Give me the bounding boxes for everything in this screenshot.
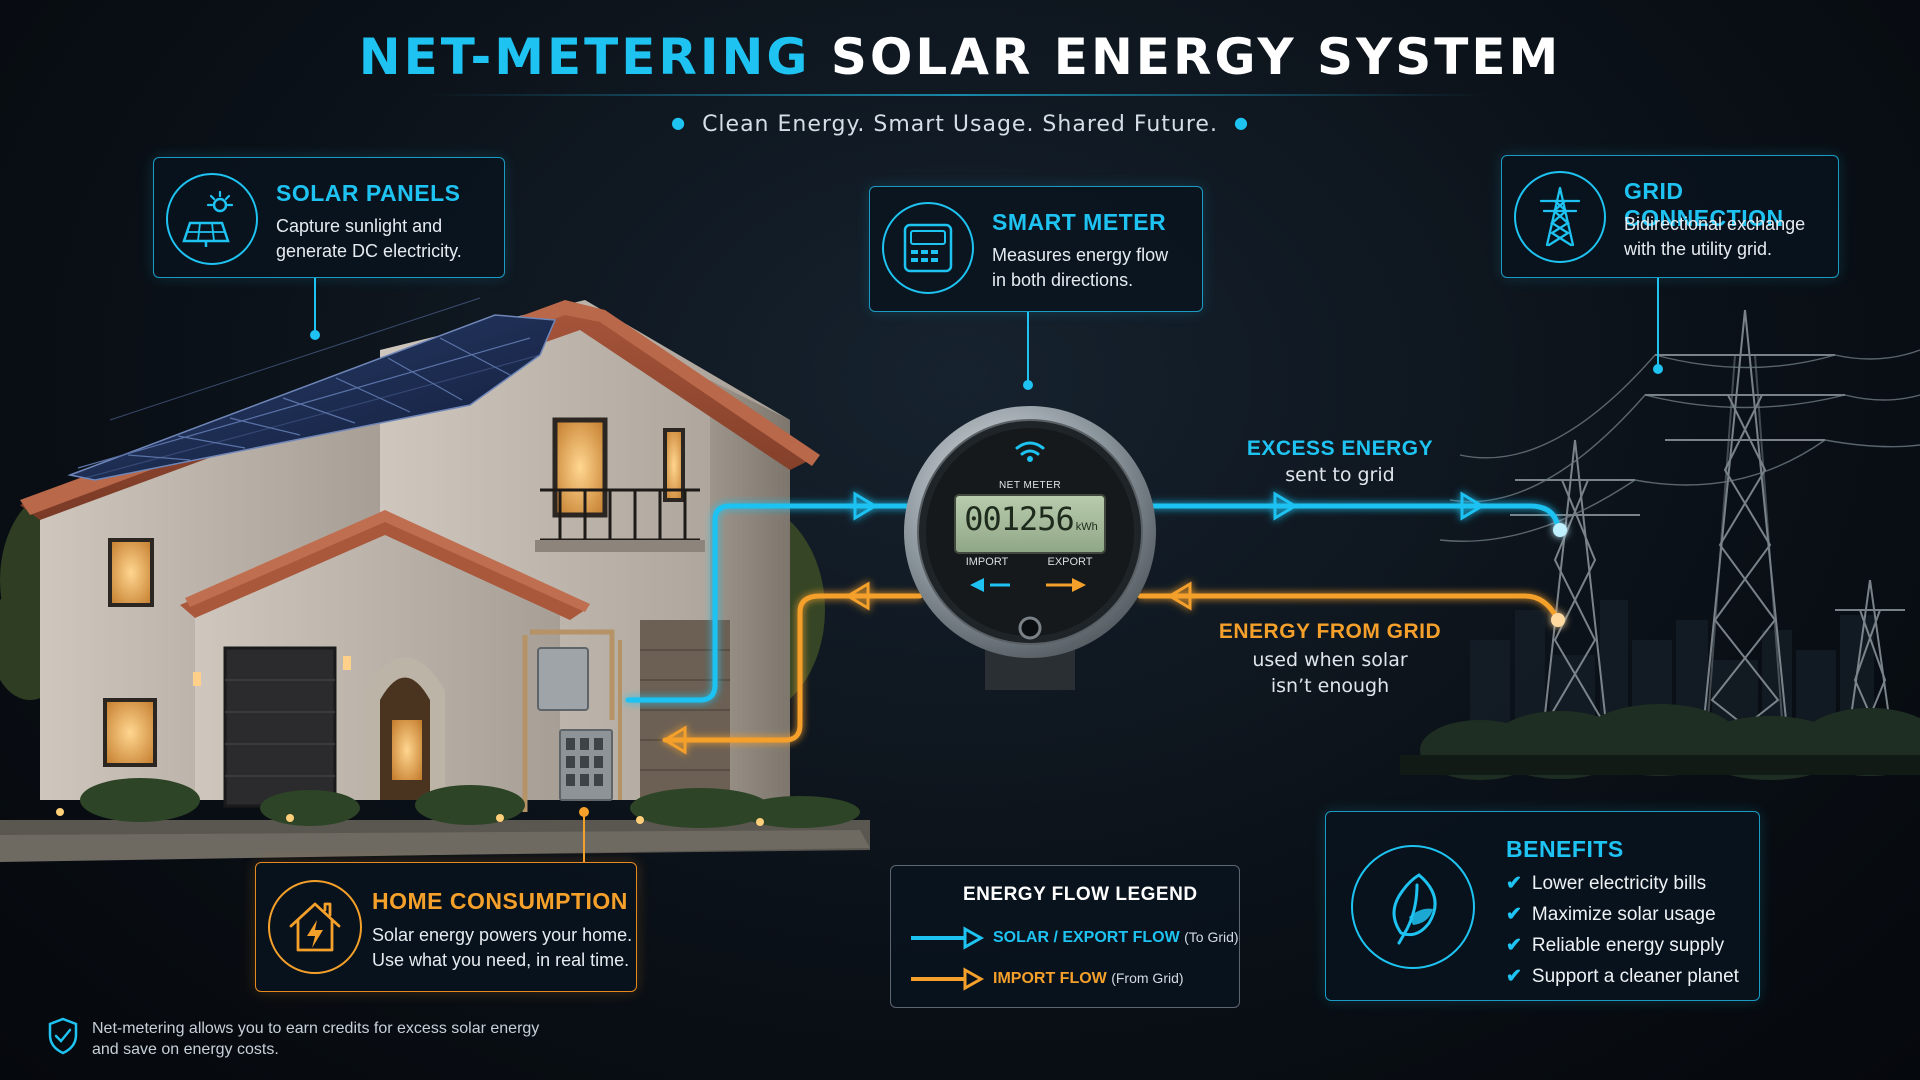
import-flow-line (662, 581, 1565, 755)
title-accent: NET-METERING (358, 28, 811, 86)
check-icon: ✔ (1506, 904, 1522, 925)
solar-panels-card: SOLAR PANELS Capture sunlight and genera… (153, 157, 505, 278)
meter-label: NET METER (998, 480, 1062, 491)
smart-meter-desc-line: Measures energy flow (992, 245, 1169, 265)
leaf-icon (1351, 845, 1475, 969)
solar-panels-title: SOLAR PANELS (276, 180, 461, 206)
footer-line: Net-metering allows you to earn credits … (92, 1020, 540, 1037)
benefits-title: BENEFITS (1506, 836, 1624, 862)
grid-connection-desc-line: with the utility grid. (1624, 239, 1773, 259)
benefit-text: Support a cleaner planet (1531, 966, 1739, 987)
grid-connection-title: GRID CONNECTION (1624, 178, 1784, 231)
smart-meter-title: SMART METER (992, 209, 1167, 235)
bullet-dot-icon: ● (1233, 113, 1249, 132)
energy-flow-legend: ENERGY FLOW LEGEND SOLAR / EXPORT FLOW (… (890, 865, 1240, 1008)
home-consumption-title: HOME CONSUMPTION (372, 888, 628, 914)
legend-item-export: SOLAR / EXPORT FLOW (To Grid) (909, 926, 1239, 950)
export-flow-line (625, 491, 1567, 703)
leader-dot-grid (1653, 364, 1663, 374)
benefit-item: ✔ Support a cleaner planet (1506, 965, 1739, 988)
smart-meter-desc: Measures energy flow in both directions. (992, 243, 1168, 293)
leader-lines (314, 278, 1659, 382)
home-consumption-desc-line: Solar energy powers your home. (372, 925, 633, 945)
energy-from-grid-line: isn’t enough (1270, 675, 1390, 697)
energy-from-grid-line: used when solar (1252, 649, 1408, 671)
smart-meter-card: SMART METER Measures energy flow in both… (869, 186, 1203, 312)
bushes-right (1400, 704, 1920, 780)
smart-meter-device (904, 406, 1156, 690)
leader-dot-home (579, 807, 589, 817)
bullet-dot-icon: ● (671, 113, 687, 132)
solar-panel-sun-icon (166, 173, 258, 265)
benefit-text: Maximize solar usage (1531, 904, 1716, 925)
home-consumption-desc-line: Use what you need, in real time. (372, 950, 630, 970)
legend-import-note: (From Grid) (1111, 970, 1184, 987)
meter-export-label: EXPORT (1047, 556, 1093, 568)
home-consumption-desc: Solar energy powers your home. Use what … (372, 923, 632, 973)
footer-note: Net-metering allows you to earn credits … (92, 1018, 539, 1060)
title-divider (430, 94, 1490, 96)
home-consumption-card: HOME CONSUMPTION Solar energy powers you… (255, 862, 637, 992)
benefit-item: ✔ Reliable energy supply (1506, 934, 1724, 957)
solar-panel-array (67, 297, 557, 481)
benefit-item: ✔ Maximize solar usage (1506, 903, 1716, 926)
leader-dot-meter (1023, 380, 1033, 390)
meter-unit: kWh (1075, 521, 1098, 533)
house-illustration (0, 297, 870, 862)
legend-export-label: SOLAR / EXPORT FLOW (993, 929, 1180, 947)
solar-panels-desc-line: Capture sunlight and (276, 216, 443, 236)
grid-connection-card: GRID CONNECTION Bidirectional exchange w… (1501, 155, 1839, 278)
energy-from-grid-sub: used when solar isn’t enough (1160, 647, 1500, 699)
legend-title: ENERGY FLOW LEGEND (963, 884, 1198, 905)
benefit-text: Lower electricity bills (1531, 873, 1707, 894)
check-icon: ✔ (1506, 966, 1522, 987)
benefits-card: BENEFITS ✔ Lower electricity bills ✔ Maxim… (1325, 811, 1760, 1001)
meter-reading: 001256 (964, 500, 1075, 538)
subtitle-text: Clean Energy. Smart Usage. Shared Future… (702, 112, 1218, 137)
excess-energy-title: EXCESS ENERGY (1246, 437, 1434, 460)
benefit-text: Reliable energy supply (1531, 935, 1725, 956)
energy-from-grid-title: ENERGY FROM GRID (1218, 620, 1442, 643)
legend-import-label: IMPORT FLOW (993, 970, 1107, 988)
solar-panels-desc: Capture sunlight and generate DC electri… (276, 214, 462, 264)
shield-check-icon (47, 1017, 79, 1060)
title-rest: SOLAR ENERGY SYSTEM (830, 28, 1562, 86)
orange-arrow-icon (911, 967, 985, 991)
shrubs-front (80, 778, 860, 828)
wifi-icon (1015, 441, 1045, 456)
meter-import-label: IMPORT (965, 556, 1009, 568)
leader-dot-solar (310, 330, 320, 340)
page-title: NET-METERING SOLAR ENERGY SYSTEM (0, 28, 1920, 86)
meter-device-icon (882, 202, 974, 294)
solar-panels-desc-line: generate DC electricity. (276, 241, 462, 261)
check-icon: ✔ (1506, 873, 1522, 894)
benefit-item: ✔ Lower electricity bills (1506, 872, 1706, 895)
excess-energy-sub: sent to grid (1285, 464, 1395, 486)
legend-item-import: IMPORT FLOW (From Grid) (909, 967, 1184, 991)
smart-meter-desc-line: in both directions. (992, 270, 1134, 290)
transmission-tower-icon (1514, 171, 1606, 263)
grid-connection-desc: Bidirectional exchange with the utility … (1624, 212, 1805, 262)
blue-arrow-icon (911, 926, 985, 950)
subtitle: ● Clean Energy. Smart Usage. Shared Futur… (0, 112, 1920, 137)
house-lightning-icon (268, 880, 362, 974)
power-lines (1439, 349, 1920, 542)
grid-connection-desc-line: Bidirectional exchange (1624, 214, 1806, 234)
footer-line: and save on energy costs. (92, 1041, 279, 1058)
legend-export-note: (To Grid) (1184, 929, 1239, 946)
check-icon: ✔ (1506, 935, 1522, 956)
